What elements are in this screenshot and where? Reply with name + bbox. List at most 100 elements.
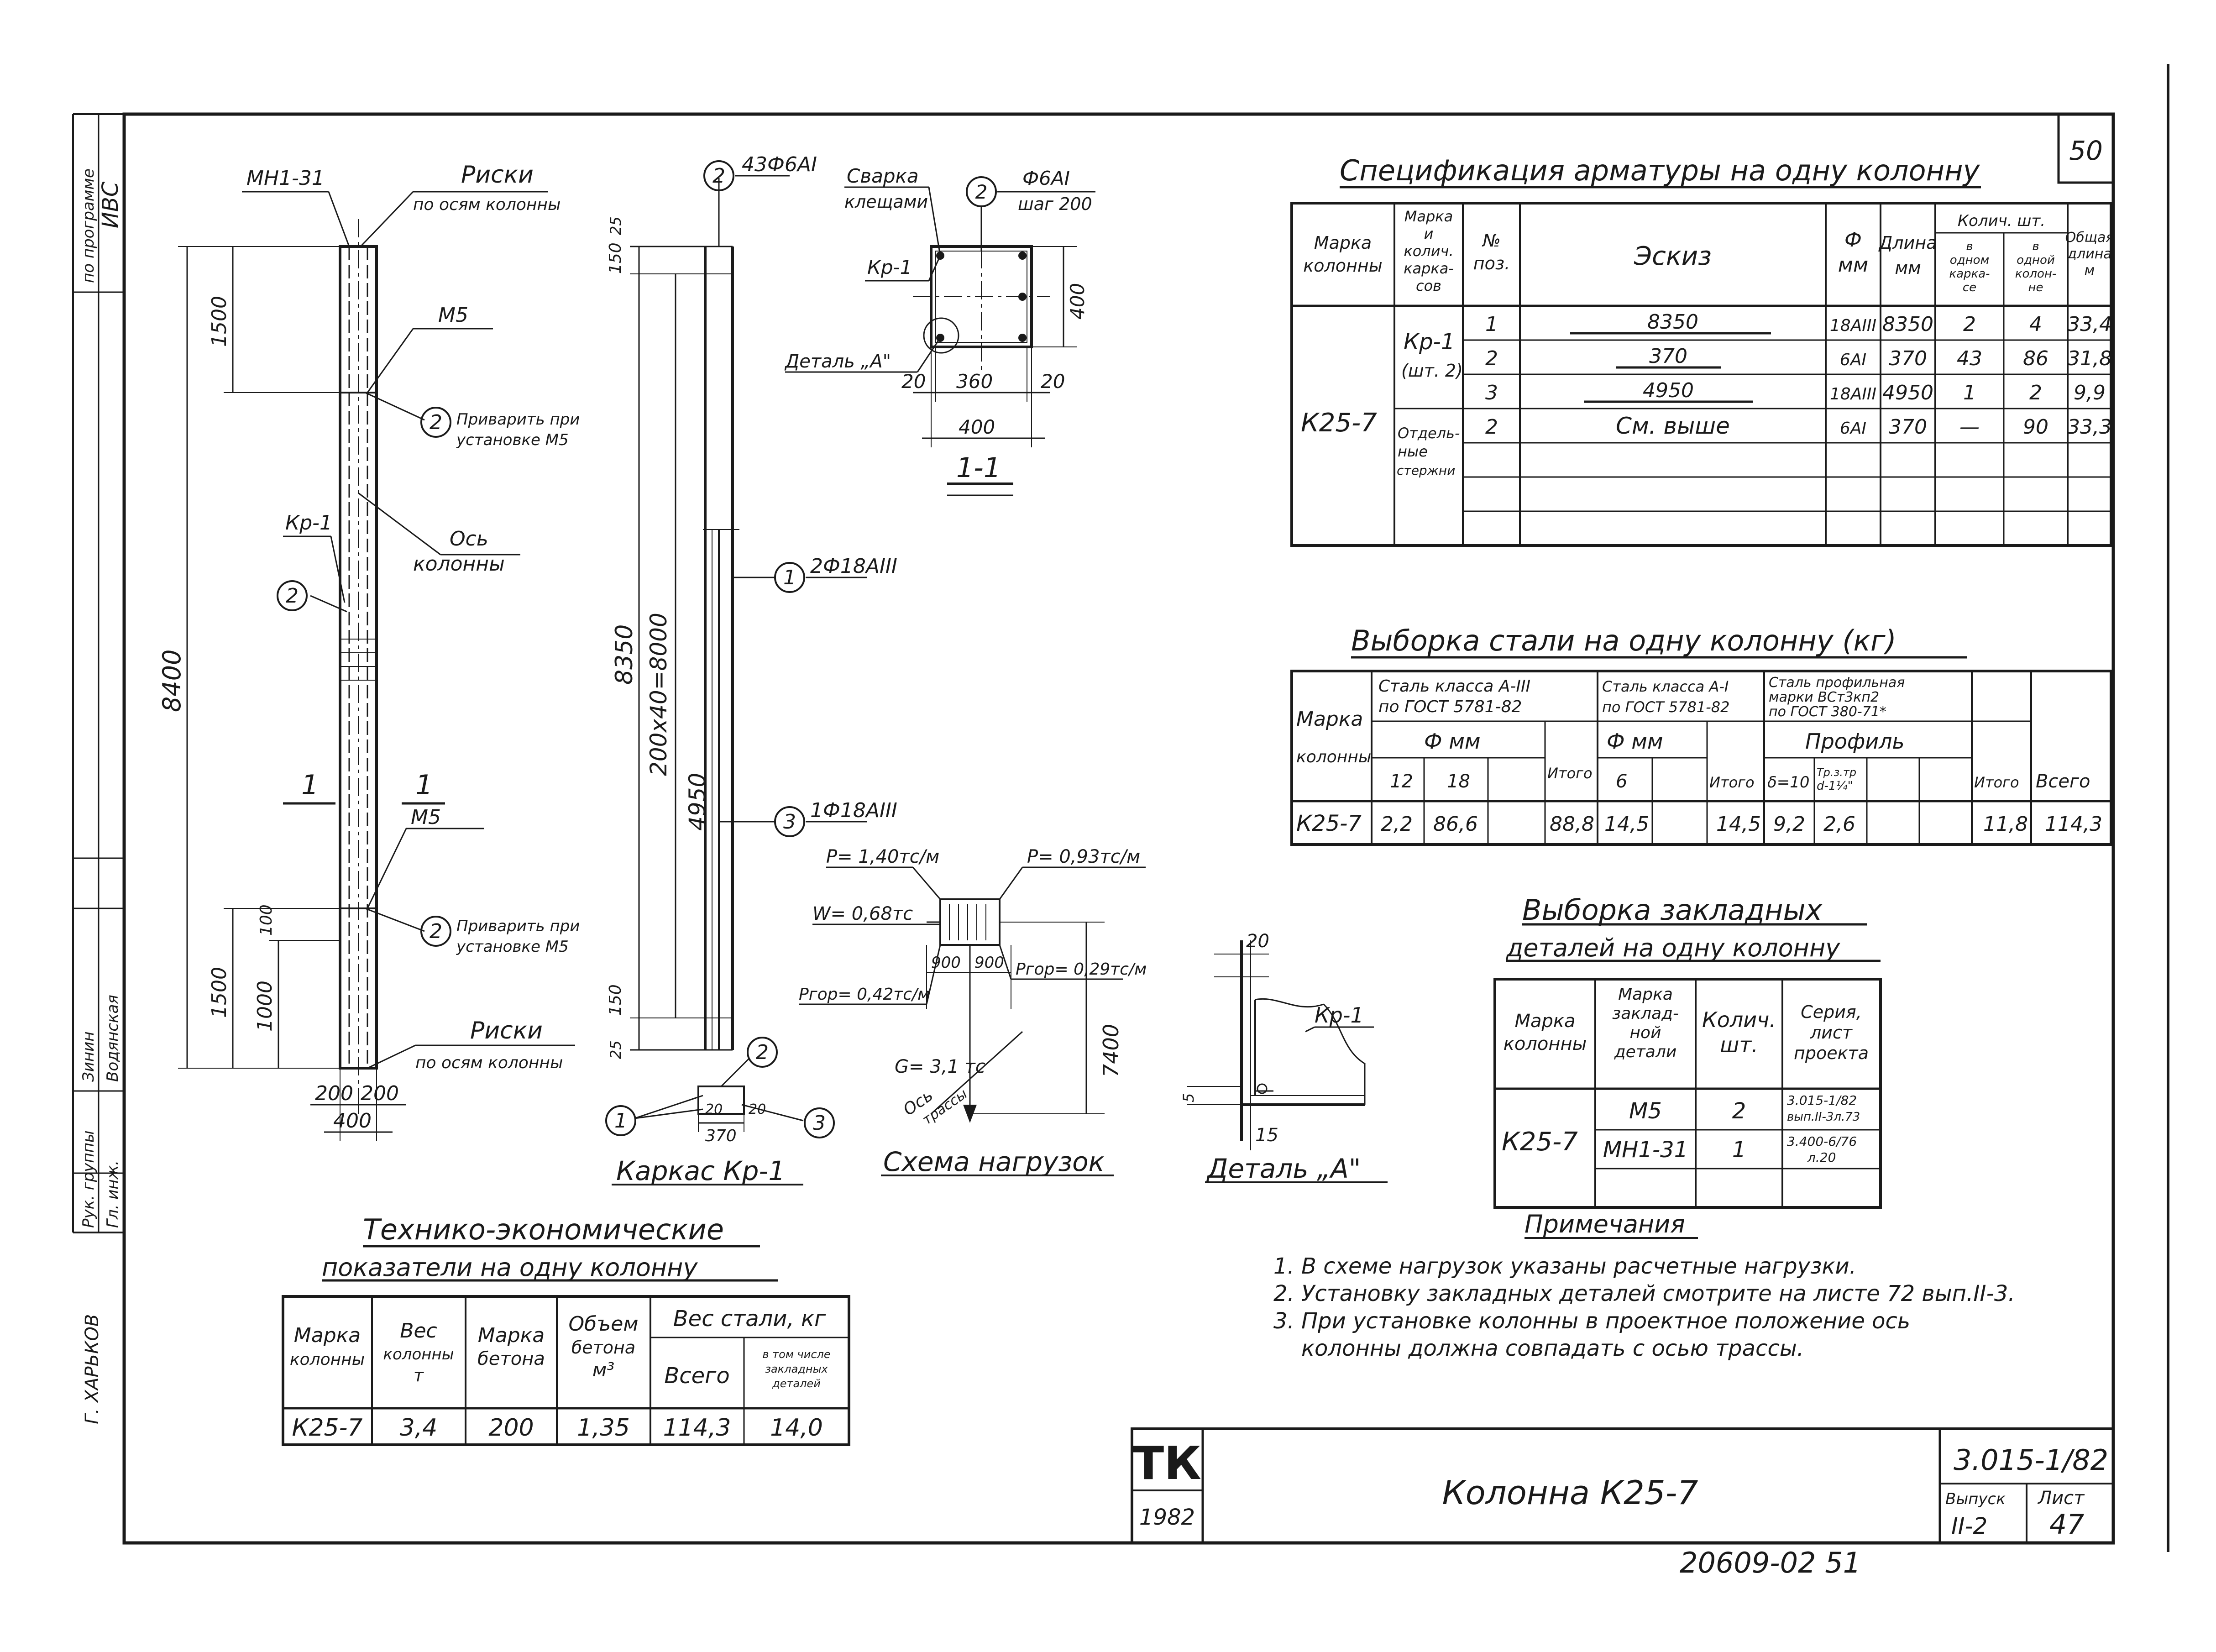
spec-h-mark-2: колонны bbox=[1303, 256, 1382, 276]
emb-h-part-1: Марка bbox=[1618, 985, 1673, 1004]
steel-mark: К25-7 bbox=[1296, 811, 1362, 836]
tech-concrete: 200 bbox=[488, 1414, 534, 1442]
embedded-body: К25-7 М5 2 3.015-1/82 вып.II-3л.73 МН1-3… bbox=[1502, 1093, 1860, 1165]
stamp-year: 1982 bbox=[1139, 1505, 1195, 1530]
spec-pos: 2 bbox=[1485, 347, 1498, 370]
dim-150-bot: 150 bbox=[606, 984, 625, 1016]
detail-dim-20: 20 bbox=[1246, 931, 1269, 952]
column-labels: МН1-31 Риски по осям колонны М5 2 Привар… bbox=[157, 161, 580, 1133]
section-pos: 2 bbox=[975, 181, 988, 203]
load-ptop-right: Pгор= 0,29тс/м bbox=[1016, 960, 1147, 979]
steel-h-dmm-a: Ф мм bbox=[1424, 729, 1481, 754]
detail-kr: Кр-1 bbox=[1315, 1003, 1364, 1028]
spec-sketch: 370 bbox=[1649, 345, 1687, 368]
title-block-grid bbox=[1131, 1427, 2115, 1544]
spec-h-pos-1: № bbox=[1482, 231, 1501, 251]
detail-caption: Деталь „А" bbox=[1206, 1153, 1361, 1184]
stamp-tk: ТК bbox=[1133, 1437, 1201, 1490]
emb-h-series-1: Серия, bbox=[1801, 1002, 1862, 1022]
tech-h-embedded-3: деталей bbox=[772, 1377, 821, 1390]
spec-sketch: 8350 bbox=[1647, 310, 1698, 334]
spec-h-q2-2: одной bbox=[2017, 253, 2055, 267]
weld-bot-1: Приварить при bbox=[456, 917, 580, 935]
tech-h-embedded-2: закладных bbox=[765, 1363, 828, 1375]
tech-h-mark-1: Марка bbox=[294, 1324, 361, 1347]
page-number: 50 bbox=[2069, 135, 2103, 166]
spec-h-q1-3: карка- bbox=[1949, 267, 1990, 281]
spec-total: 33,3 bbox=[2067, 415, 2112, 439]
spec-q2: 86 bbox=[2023, 347, 2048, 370]
dim-25-bot: 25 bbox=[607, 1040, 624, 1059]
emb-h-part-4: детали bbox=[1614, 1043, 1676, 1061]
dim-1500-top: 1500 bbox=[208, 296, 231, 347]
note-item: колонны должна совпадать с осью трассы. bbox=[1273, 1336, 1804, 1361]
spec-q1: — bbox=[1959, 415, 1980, 439]
load-p-right: P= 0,93тс/м bbox=[1027, 846, 1140, 867]
issue-value: II-2 bbox=[1951, 1513, 1987, 1539]
spec-h-len-2: мм bbox=[1895, 258, 1921, 278]
stamp-program: по программе bbox=[79, 168, 98, 283]
steel-h-itogo-3: Итого bbox=[1974, 774, 2019, 791]
marks-top-sub: по осям колонны bbox=[413, 195, 561, 214]
emb-h-qty: Колич.шт. bbox=[1702, 1007, 1776, 1057]
section-weld-2: клещами bbox=[844, 192, 928, 212]
steel-h-18: 18 bbox=[1447, 771, 1470, 792]
spec-sep-2: ные bbox=[1398, 443, 1428, 460]
marks-top-label: Риски bbox=[461, 161, 534, 189]
marks-bot-label: Риски bbox=[470, 1017, 543, 1044]
cage-top-callout: 43Ф6АI bbox=[742, 153, 817, 176]
spec-col-mark: К25-7 bbox=[1301, 408, 1377, 438]
column-elevation bbox=[178, 191, 575, 1141]
steel-h-itogo-1: Итого bbox=[1547, 765, 1593, 782]
emb-row: МН1-31 1 3.400-6/76 л.20 bbox=[1603, 1134, 1857, 1165]
steel-headers: Марка колонны Сталь класса А-III по ГОСТ… bbox=[1296, 675, 2090, 793]
spec-sep-3: стержни bbox=[1397, 463, 1455, 478]
emb-col-mark: К25-7 bbox=[1502, 1127, 1578, 1157]
load-dim-7400: 7400 bbox=[1099, 1024, 1123, 1077]
detail-a bbox=[1187, 940, 1388, 1183]
sheet-frame bbox=[72, 64, 2169, 1552]
steel-title: Выборка стали на одну колонну (кг) bbox=[1351, 624, 1896, 657]
emb-h-series-3: проекта bbox=[1794, 1043, 1869, 1063]
tech-h-total: Всего bbox=[664, 1363, 729, 1389]
steel-h-a1-1: Сталь класса А-I bbox=[1602, 678, 1729, 695]
steel-h-a1-2: по ГОСТ 5781-82 bbox=[1602, 698, 1729, 716]
spec-total: 9,9 bbox=[2074, 381, 2106, 404]
steel-v6: 14,5 bbox=[1604, 813, 1649, 836]
weld-top-2: установке М5 bbox=[456, 431, 569, 449]
dim-1500-bot: 1500 bbox=[208, 967, 231, 1018]
emb-h-qty-2: шт. bbox=[1720, 1033, 1758, 1057]
axis-label-1: Ось bbox=[450, 527, 488, 551]
tech-title-1: Технико-экономические bbox=[363, 1213, 724, 1246]
section-bar: Ф6АI bbox=[1022, 167, 1070, 189]
tech-weight: 3,4 bbox=[400, 1414, 438, 1442]
steel-h-d10: δ=10 bbox=[1767, 773, 1810, 792]
m5-top-label: М5 bbox=[438, 304, 468, 327]
emb-h-mark-2: колонны bbox=[1504, 1033, 1587, 1054]
sheet-label: Лист bbox=[2037, 1488, 2085, 1509]
stamp-composed: Зинин bbox=[79, 1032, 98, 1082]
embedded-table-grid bbox=[1493, 978, 1882, 1209]
spec-body: К25-7 Кр-1 (шт. 2) Отдель- ные стержни bbox=[1301, 329, 1463, 478]
spec-h-d-1: Ф bbox=[1844, 228, 1862, 252]
section-pitch: шаг 200 bbox=[1018, 194, 1092, 214]
spec-h-cage-4: карка- bbox=[1404, 260, 1454, 277]
spec-len: 8350 bbox=[1882, 313, 1933, 336]
dim-400: 400 bbox=[333, 1109, 372, 1133]
spec-cage-1: Кр-1 bbox=[1404, 329, 1455, 355]
spec-h-q2-1: в bbox=[2032, 240, 2039, 253]
load-p-left: P= 1,40тс/м bbox=[826, 846, 939, 867]
dim-200-right: 200 bbox=[361, 1082, 399, 1105]
spec-pos: 1 bbox=[1485, 313, 1498, 336]
dim-8400: 8400 bbox=[157, 650, 186, 712]
drawing-title: Колонна К25-7 bbox=[1442, 1474, 1698, 1512]
spec-h-sketch: Эскиз bbox=[1634, 241, 1712, 271]
mn1-31-label: МН1-31 bbox=[246, 167, 325, 190]
